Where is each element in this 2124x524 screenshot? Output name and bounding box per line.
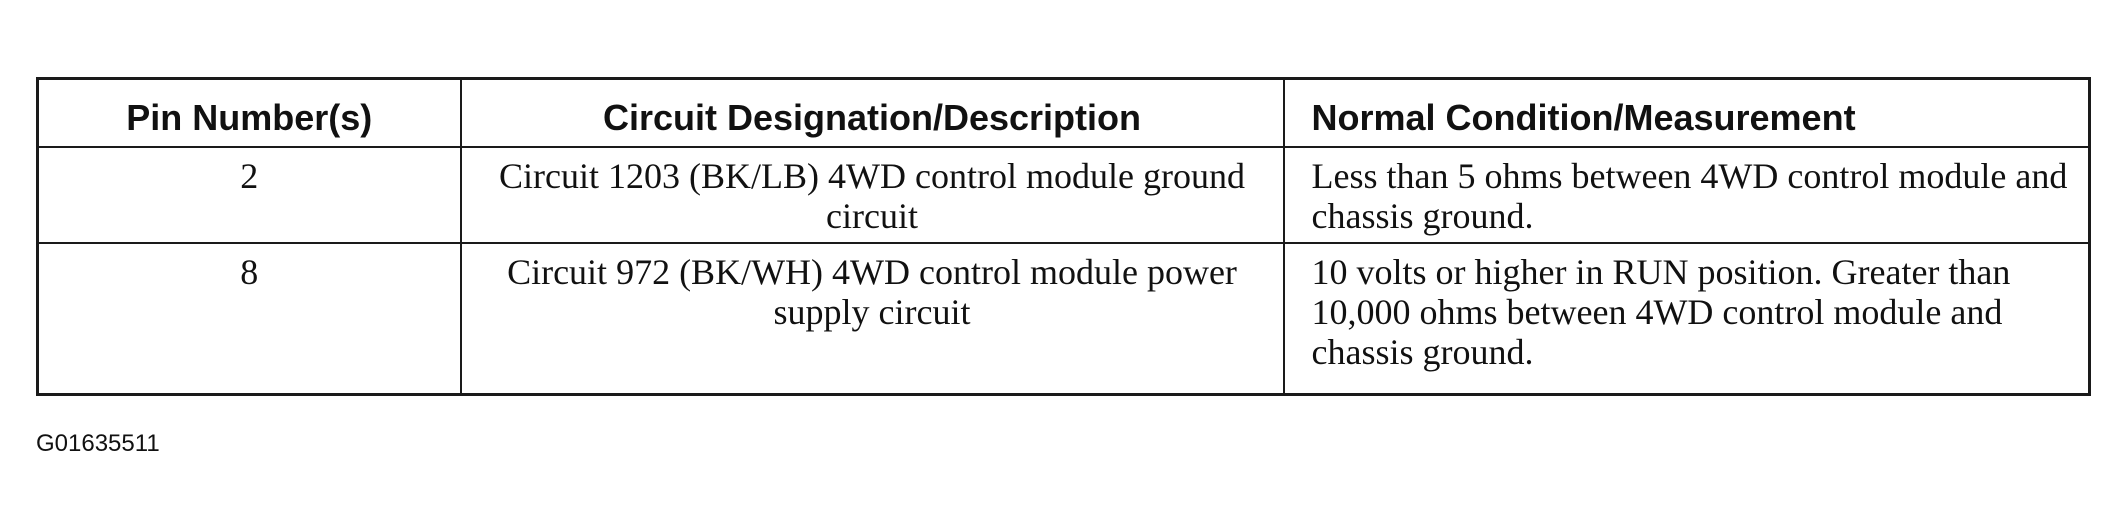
cell-description: Circuit 972 (BK/WH) 4WD control module p… (459, 241, 1285, 396)
pinout-table-container: Pin Number(s) Circuit Designation/Descri… (36, 77, 2091, 396)
header-circuit-description: Circuit Designation/Description (459, 77, 1285, 148)
cell-condition: 10 volts or higher in RUN position. Grea… (1282, 241, 2091, 396)
header-pin-number: Pin Number(s) (36, 77, 462, 148)
table-header-row: Pin Number(s) Circuit Designation/Descri… (36, 77, 2091, 148)
figure-id-label: G01635511 (36, 430, 160, 457)
cell-condition: Less than 5 ohms between 4WD control mod… (1282, 145, 2091, 244)
cell-pin: 8 (36, 241, 462, 396)
cell-description: Circuit 1203 (BK/LB) 4WD control module … (459, 145, 1285, 244)
cell-pin: 2 (36, 145, 462, 244)
table-row: 8 Circuit 972 (BK/WH) 4WD control module… (36, 241, 2091, 396)
pinout-table: Pin Number(s) Circuit Designation/Descri… (36, 77, 2091, 396)
header-normal-condition: Normal Condition/Measurement (1282, 77, 2091, 148)
table-row: 2 Circuit 1203 (BK/LB) 4WD control modul… (36, 145, 2091, 244)
